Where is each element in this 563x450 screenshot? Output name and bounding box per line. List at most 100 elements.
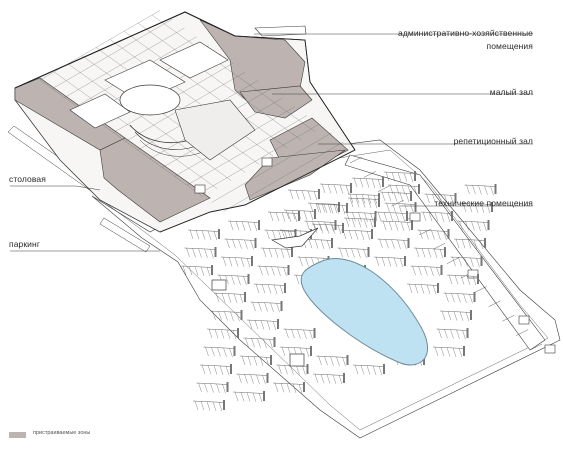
- parking-bay: [377, 238, 410, 250]
- parking-bay-line: [367, 198, 372, 208]
- parking-bay-line: [462, 202, 467, 213]
- parking-bay-line: [377, 211, 382, 222]
- parking-bay-edge: [347, 193, 381, 196]
- building-grid-line: [186, 115, 307, 186]
- parking-bay-line: [319, 224, 324, 234]
- parking-bay-edge: [283, 328, 316, 331]
- parking-bay-line: [345, 217, 350, 228]
- technical-strip-divider: [446, 257, 460, 264]
- parking-bay-line: [205, 346, 209, 357]
- building-bottom-edge: [159, 149, 356, 233]
- parking-bay-line: [354, 364, 359, 375]
- parking-bay-line: [279, 285, 284, 295]
- parking-column: [280, 301, 283, 311]
- parking-bay-line: [244, 239, 248, 249]
- parking-bay-line: [290, 365, 294, 375]
- parking-bay-line: [452, 347, 457, 357]
- parking-bay-line: [232, 239, 236, 249]
- parking-bay-line: [365, 178, 370, 188]
- parking-bay-line: [466, 275, 471, 285]
- parking-bay-line: [314, 239, 319, 249]
- parking-bay-line: [218, 311, 222, 321]
- parking-bay-line: [261, 284, 266, 294]
- parking-bay-edge: [436, 328, 469, 331]
- parking-bay-line: [460, 275, 465, 285]
- parking-bay-line: [240, 392, 245, 402]
- parking-bay-line: [363, 249, 367, 259]
- parking-bay-edge: [184, 247, 217, 250]
- parking-bay-line: [252, 392, 257, 402]
- parking-bay-edge: [443, 292, 476, 295]
- parking-bay-line: [357, 218, 362, 228]
- pool: [300, 258, 429, 366]
- parking-bay-line: [355, 194, 360, 204]
- parking-column: [371, 229, 373, 239]
- parking-bay-line: [451, 293, 455, 303]
- parking-bay-line: [265, 266, 269, 276]
- parking-bay: [203, 346, 236, 358]
- parking-bay-line: [458, 257, 462, 267]
- parking-bay-line: [303, 329, 307, 339]
- technical-strip-divider: [377, 185, 390, 192]
- parking-bay-line: [388, 221, 393, 231]
- technical-strip-divider: [363, 171, 376, 178]
- parking-bay: [347, 197, 381, 209]
- parking-bay-edge: [457, 220, 490, 223]
- parking-bay-line: [213, 231, 218, 241]
- stair-block: [194, 184, 206, 194]
- parking-bay: [380, 220, 414, 232]
- parking-column: [331, 238, 333, 248]
- parking-bay-edge: [406, 283, 440, 286]
- building-top-edge: [14, 11, 236, 89]
- parking-bay-line: [280, 383, 285, 393]
- parking-bay-line: [235, 221, 240, 231]
- parking-column: [444, 247, 446, 257]
- parking-bay: [424, 193, 457, 205]
- parking-bay-line: [406, 222, 411, 232]
- parking-bay-line: [372, 365, 377, 375]
- parking-bay-line: [422, 211, 427, 222]
- parking-column: [343, 373, 345, 383]
- parking-bay-line: [373, 195, 378, 205]
- technical-room-box: [409, 212, 421, 222]
- parking-bay: [340, 229, 374, 241]
- parking-bay-line: [297, 210, 302, 220]
- parking-bay-line: [363, 218, 368, 228]
- technical-strip-divider: [488, 300, 501, 308]
- parking-bay-line: [474, 203, 479, 213]
- parking-column: [247, 274, 250, 284]
- parking-bay-edge: [304, 220, 337, 223]
- parking-bay-line: [224, 311, 228, 321]
- parking-bay-line: [351, 218, 356, 228]
- technical-strip-divider: [474, 286, 487, 293]
- parking-bay: [246, 319, 280, 331]
- parking-bay: [337, 247, 370, 259]
- courtyard: [69, 93, 131, 129]
- parking-column: [414, 171, 416, 181]
- parking-bay-line: [281, 229, 286, 240]
- parking-bay-line: [244, 374, 248, 384]
- parking-bay-line: [399, 258, 404, 268]
- parking-bay-line: [448, 274, 453, 285]
- parking-bay-line: [441, 310, 446, 321]
- parking-bay-line: [251, 338, 255, 348]
- parking-bay-line: [324, 221, 328, 231]
- parking-column: [237, 328, 239, 338]
- building-right-edge: [234, 35, 356, 151]
- parking-bay-line: [318, 221, 322, 231]
- parking-bay-line: [207, 230, 212, 240]
- parking-column: [223, 400, 225, 410]
- parking-column: [374, 217, 376, 227]
- parking-bay-line: [254, 320, 259, 330]
- parking-bay-line: [271, 266, 275, 276]
- label-admin-line1: административно-хозяйственные: [398, 28, 533, 38]
- parking-bay-line: [440, 212, 445, 222]
- parking-bay-line: [201, 230, 206, 240]
- parking-bay: [224, 238, 257, 250]
- parking-column: [451, 211, 453, 221]
- parking-bay-edge: [460, 202, 494, 205]
- parking-bay-line: [206, 267, 211, 277]
- parking-column: [406, 211, 408, 221]
- parking-bay-line: [385, 171, 390, 182]
- parking-bay-line: [333, 204, 338, 214]
